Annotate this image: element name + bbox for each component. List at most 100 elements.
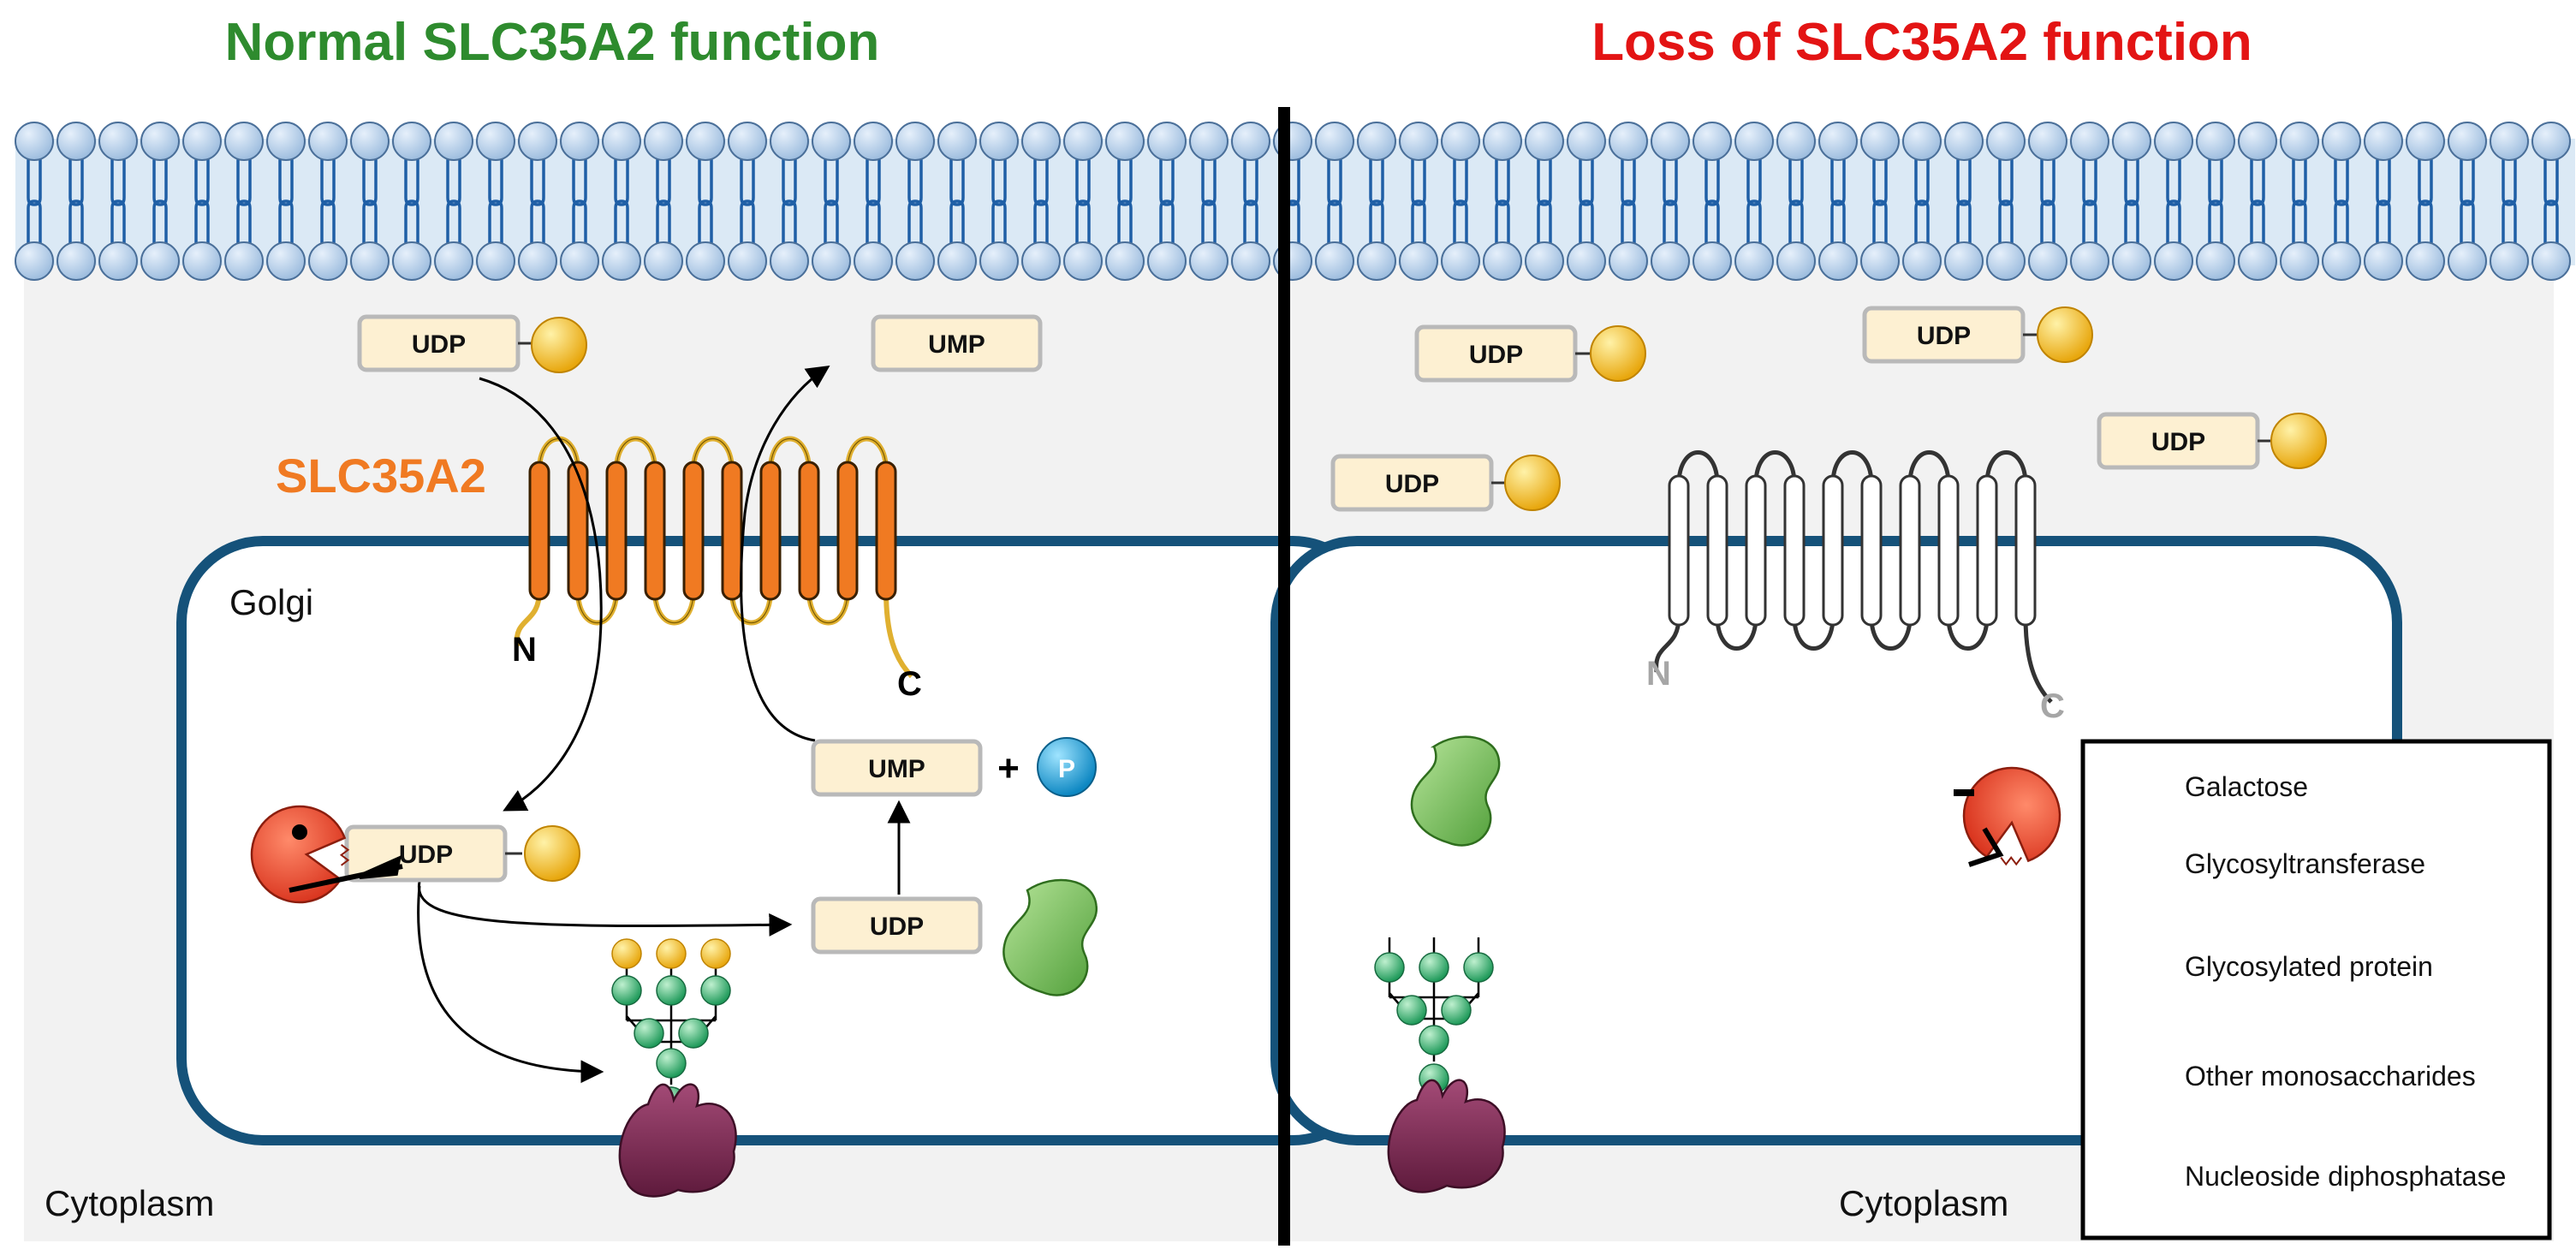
lipid [1693, 122, 1732, 281]
slc35a2-transporter-loss [1654, 450, 2053, 704]
transmembrane-helix [836, 461, 859, 601]
lipid [476, 122, 515, 281]
udp-box-right-4: UDP [2097, 412, 2260, 470]
lipid [937, 122, 977, 281]
transmembrane-helix [567, 461, 589, 601]
arrow-udp-gal-import [479, 377, 603, 812]
slc35a2-label: SLC35A2 [276, 449, 486, 503]
monosaccharide-icon [656, 1048, 687, 1079]
galactose-icon [531, 317, 587, 373]
legend-box [2080, 739, 2552, 1240]
udp-box-right-2: UDP [1862, 306, 2026, 364]
phosphatase-icon-left [1002, 878, 1098, 996]
ump-box-left-golgi-label: UMP [868, 755, 925, 783]
transmembrane-helix [1822, 474, 1844, 627]
transmembrane-helix [2014, 474, 2037, 627]
title-loss: Loss of SLC35A2 function [1591, 13, 2252, 72]
lipid [2531, 122, 2571, 281]
lipid [812, 122, 851, 281]
plus-sign: + [997, 747, 1020, 789]
galactose-icon [2037, 306, 2093, 363]
monosaccharide-icon [611, 975, 642, 1006]
lipid [350, 122, 390, 281]
lipid [518, 122, 557, 281]
lipid [2490, 122, 2529, 281]
monosaccharide-icon [1396, 995, 1427, 1026]
monosaccharide-icon [634, 1018, 664, 1049]
ump-box-left-golgi: UMP [811, 739, 983, 797]
udp-box-left-top-label: UDP [412, 330, 466, 359]
lipid [2238, 122, 2277, 281]
lipid [979, 122, 1019, 281]
transmembrane-helix [1706, 474, 1728, 627]
lipid [560, 122, 599, 281]
lipid [1944, 122, 1984, 281]
lipid [2448, 122, 2487, 281]
lipid [1902, 122, 1942, 281]
lipid [686, 122, 725, 281]
lipid [1063, 122, 1103, 281]
glycosyltransferase-icon-left [250, 805, 350, 904]
lipid [182, 122, 222, 281]
lipid [1189, 122, 1229, 281]
transmembrane-helix [759, 461, 782, 601]
transmembrane-helix [528, 461, 550, 601]
galactose-icon [1590, 325, 1646, 382]
arrow-ump-export [740, 366, 830, 742]
lipid [2196, 122, 2235, 281]
lipid [1525, 122, 1564, 281]
arrow-galactose-transfer [417, 885, 604, 1084]
lipid [2112, 122, 2151, 281]
monosaccharide-icon [656, 975, 687, 1006]
monosaccharide-icon [1441, 995, 1472, 1026]
monosaccharide-icon [700, 975, 731, 1006]
udp-box-left-top: UDP [357, 314, 521, 372]
lipid [1399, 122, 1438, 281]
legend-label-glycosyltransferase: Glycosyltransferase [2185, 848, 2425, 879]
golgi-label: Golgi [229, 582, 313, 622]
lipid [2322, 122, 2361, 281]
transmembrane-helix [798, 461, 820, 601]
n-terminus-left: N [512, 631, 537, 669]
arrow-udp-release [417, 881, 793, 937]
lipid [644, 122, 683, 281]
lipid [602, 122, 641, 281]
legend: Galactose Glycosyltransferase Glycosylat… [2080, 739, 2552, 1240]
c-terminus-right: C [2040, 687, 2065, 725]
lipid [392, 122, 431, 281]
transmembrane-helix [1976, 474, 1998, 627]
transmembrane-helix [1783, 474, 1806, 627]
lipid [1441, 122, 1480, 281]
udp-box-right-3-label: UDP [1385, 470, 1439, 498]
monosaccharide-icon [1419, 952, 1449, 983]
lipid [1860, 122, 1900, 281]
transmembrane-helix [682, 461, 705, 601]
lipid [224, 122, 264, 281]
glycosylated-protein-right [1387, 1079, 1506, 1193]
n-terminus-right: N [1646, 655, 1671, 693]
lipid [15, 122, 54, 281]
lipid [2028, 122, 2067, 281]
lipid [1147, 122, 1187, 281]
transmembrane-helix [1860, 474, 1883, 627]
lipid [1021, 122, 1061, 281]
ump-box-left-top-label: UMP [928, 330, 985, 359]
phosphate-label: P [1058, 755, 1075, 783]
transmembrane-helix [721, 461, 743, 601]
title-normal: Normal SLC35A2 function [225, 13, 880, 72]
monosaccharide-icon [1463, 952, 1494, 983]
udp-box-right-1-label: UDP [1469, 341, 1523, 369]
lipid [728, 122, 767, 281]
c-terminus-left: C [897, 665, 922, 703]
lipid [57, 122, 96, 281]
udp-box-right-3: UDP [1330, 454, 1494, 512]
lipid [266, 122, 306, 281]
legend-label-glycosylated-protein: Glycosylated protein [2185, 951, 2433, 982]
lipid [2280, 122, 2319, 281]
transmembrane-helix [605, 461, 628, 601]
lipid [1776, 122, 1816, 281]
galactose-icon [700, 938, 731, 969]
lipid [1567, 122, 1606, 281]
galactose-icon [524, 825, 580, 882]
legend-label-monosaccharides: Other monosaccharides [2185, 1061, 2476, 1091]
